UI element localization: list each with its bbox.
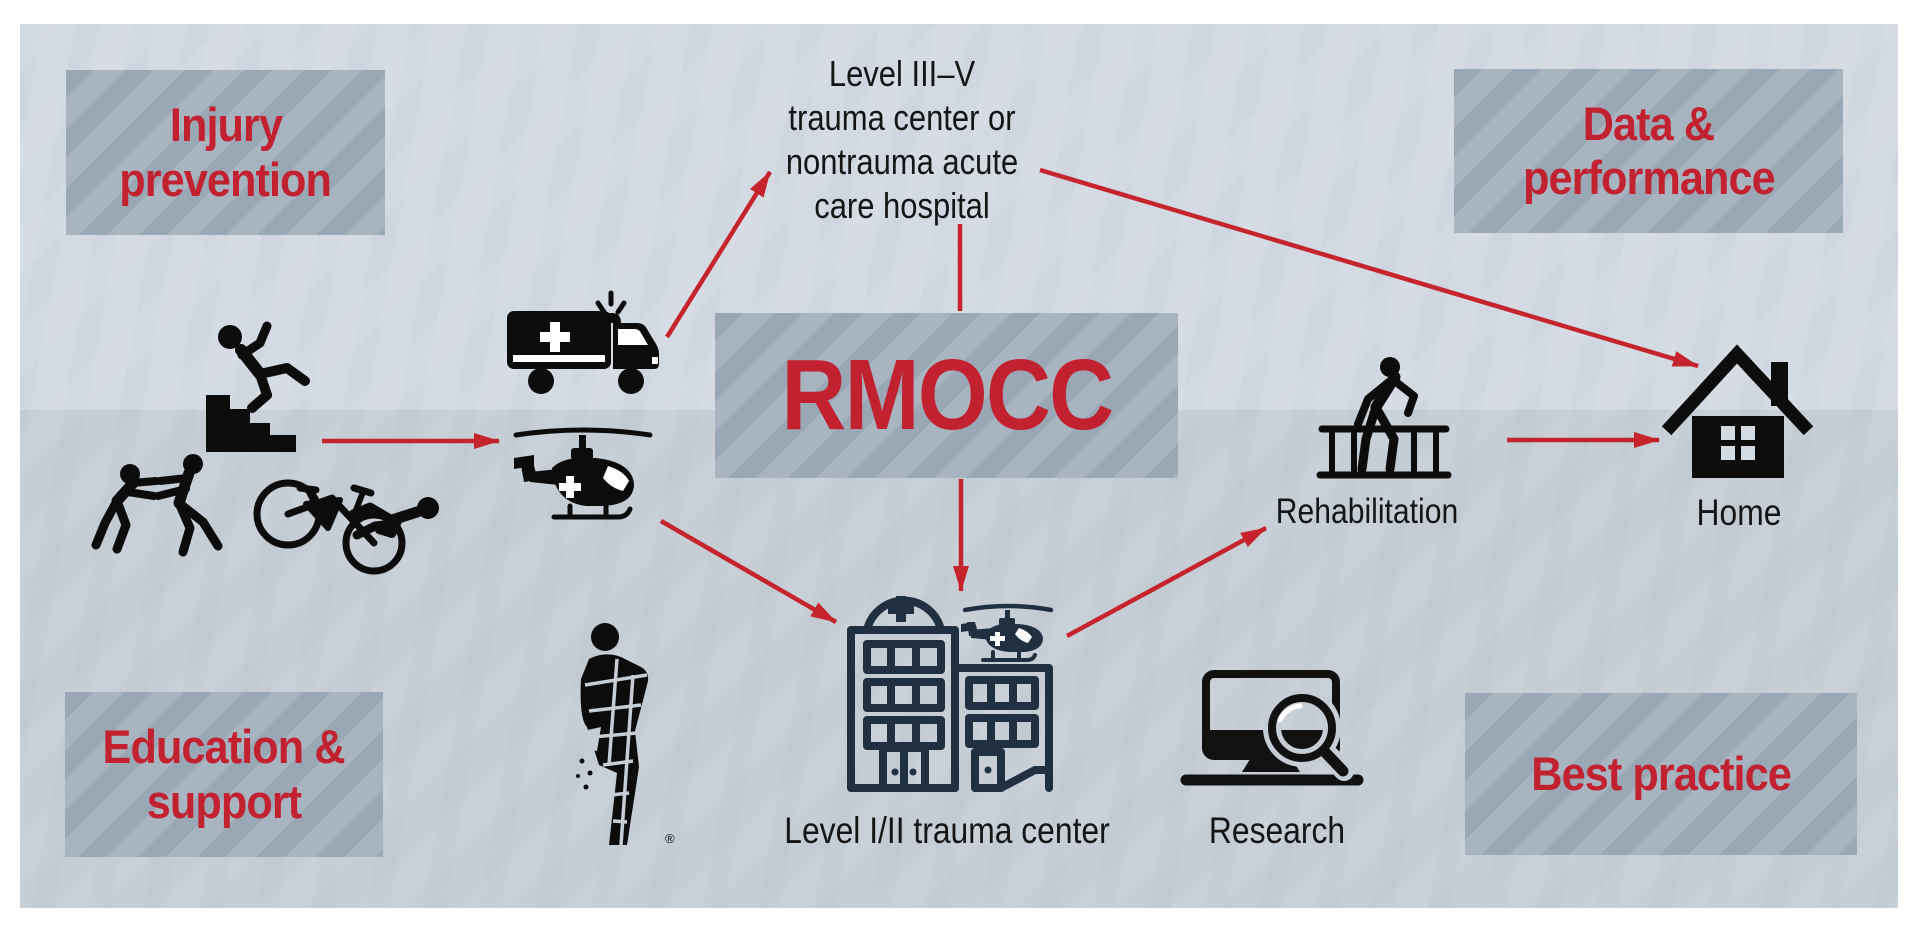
rmocc-box: RMOCC [715,313,1178,478]
level35-line4: care hospital [814,185,990,226]
level35-line1: Level III–V [828,53,976,94]
tile-best-practice-line1: Best practice [1531,746,1792,800]
tile-data-performance-line1: Data & [1582,96,1715,150]
bicycle-crash-icon [253,479,439,575]
research-label: Research [1208,810,1346,851]
research-computer-icon [1180,670,1364,786]
ambulance-icon [507,290,659,394]
tile-data-performance: Data & performance [1454,69,1843,233]
level12-trauma-center-label: Level I/II trauma center [784,810,1110,851]
home-label: Home [1696,492,1782,533]
helicopter-icon [513,427,653,520]
fight-icon [91,454,223,557]
hospital-icon [847,596,1054,792]
tile-education-support-line2: support [146,774,302,828]
tile-injury-prevention-line1: Injury [169,98,282,152]
registered-mark: ® [665,831,675,846]
tile-injury-prevention: Injury prevention [66,70,385,235]
tile-best-practice: Best practice [1465,693,1857,855]
falling-down-stairs-icon [206,321,310,452]
rooftop-helicopter-icon [961,603,1054,662]
level35-hospital-label: Level III–V trauma center or nontrauma a… [642,52,1162,228]
home-icon [1661,344,1814,478]
rehabilitation-label: Rehabilitation [1275,492,1459,531]
tile-education-support-line1: Education & [102,720,346,774]
rmocc-title: RMOCC [781,339,1114,451]
tile-education-support: Education & support [65,692,383,857]
tile-data-performance-line2: performance [1522,151,1776,204]
injured-person-icon: ® [576,623,675,846]
rehabilitation-icon [1316,357,1452,479]
level35-line3: nontrauma acute [785,141,1019,182]
level35-line2: trauma center or [788,97,1016,138]
tile-injury-prevention-line2: prevention [119,152,333,206]
